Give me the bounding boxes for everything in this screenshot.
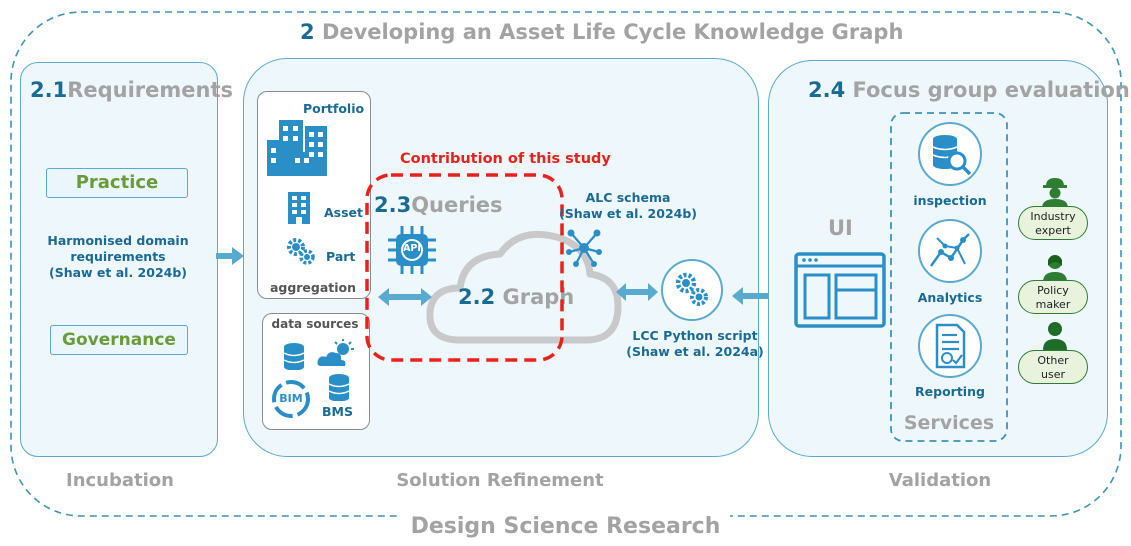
schema-network-icon xyxy=(566,229,602,267)
arrow-graph-lcc xyxy=(616,283,658,301)
harmonised-line-3: (Shaw et al. 2024b) xyxy=(48,265,188,280)
arrow-queries-graph xyxy=(378,288,432,306)
bms-database-icon xyxy=(328,374,350,401)
inspection-label: inspection xyxy=(913,193,987,208)
footer-dsr: Design Science Research xyxy=(0,514,1131,539)
queries-number: 2.3 xyxy=(374,193,412,217)
harmonised-line-2: requirements xyxy=(70,249,166,264)
contribution-label: Contribution of this study xyxy=(400,151,611,167)
contribution-dashed-box xyxy=(365,173,564,362)
user-industry-expert: Industry expert xyxy=(1018,206,1088,240)
user-2-line-1: Policy xyxy=(1037,284,1069,297)
analytics-icon xyxy=(918,219,982,283)
user-policy-maker: Policy maker xyxy=(1018,280,1088,314)
inspection-icon xyxy=(918,122,982,186)
lcc-line-1: LCC Python script xyxy=(632,328,758,343)
weather-icon xyxy=(317,339,354,366)
arrow-lcc-ui xyxy=(732,287,790,305)
lcc-script-icon xyxy=(661,259,723,321)
requirements-heading: 2.1Requirements xyxy=(30,78,233,102)
part-label: Part xyxy=(326,249,356,264)
queries-label: Queries xyxy=(411,193,503,217)
aggregation-box xyxy=(257,91,371,299)
requirements-panel xyxy=(20,62,218,457)
database-icon xyxy=(283,343,305,370)
aggregation-label: aggregation xyxy=(269,280,357,295)
requirements-number: 2.1 xyxy=(30,78,68,102)
user-1-line-2: expert xyxy=(1035,224,1071,237)
lcc-label: LCC Python script (Shaw et al. 2024a) xyxy=(610,328,780,360)
harmonised-requirements: Harmonised domain requirements (Shaw et … xyxy=(30,233,206,281)
alc-schema-label: ALC schema (Shaw et al. 2024b) xyxy=(558,190,698,222)
user-3-line-2: user xyxy=(1041,368,1065,381)
alc-line-2: (Shaw et al. 2024b) xyxy=(558,206,698,221)
lcc-line-2: (Shaw et al. 2024a) xyxy=(626,344,764,359)
bms-label: BMS xyxy=(322,404,353,419)
portfolio-label: Portfolio xyxy=(303,101,365,116)
user-1-line-1: Industry xyxy=(1030,210,1076,223)
industry-expert-icon xyxy=(1042,178,1068,208)
graph-number: 2.2 xyxy=(458,285,496,309)
services-label: Services xyxy=(903,412,995,434)
user-3-line-1: Other xyxy=(1037,354,1069,367)
gears-icon xyxy=(287,238,315,265)
alc-line-1: ALC schema xyxy=(585,190,671,205)
api-icon xyxy=(388,226,436,274)
bim-icon xyxy=(272,380,310,418)
building-icon xyxy=(288,192,310,224)
diagram-title: 2 Developing an Asset Life Cycle Knowled… xyxy=(300,20,903,44)
ui-window-icon xyxy=(794,252,886,328)
data-sources-label: data sources xyxy=(271,317,359,331)
governance-box: Governance xyxy=(50,325,188,355)
practice-box: Practice xyxy=(46,168,188,198)
user-other: Other user xyxy=(1018,350,1088,384)
harmonised-line-1: Harmonised domain xyxy=(47,233,189,248)
asset-label: Asset xyxy=(324,205,364,220)
title-number: 2 xyxy=(300,20,315,44)
requirements-label: Requirements xyxy=(67,78,234,102)
focus-group-label: Focus group evaluation xyxy=(852,78,1130,102)
focus-group-number: 2.4 xyxy=(808,78,846,102)
queries-heading: 2.3Queries xyxy=(374,193,503,217)
other-user-icon xyxy=(1043,322,1067,350)
title-text: Developing an Asset Life Cycle Knowledge… xyxy=(321,20,904,44)
graph-cloud-icon xyxy=(426,230,622,344)
phase-solution-refinement: Solution Refinement xyxy=(396,470,604,491)
arrow-right-1 xyxy=(216,247,244,265)
buildings-icon xyxy=(267,120,327,176)
analytics-label: Analytics xyxy=(917,290,983,305)
reporting-icon xyxy=(918,314,982,378)
bim-label: BIM xyxy=(279,392,303,405)
api-label: API xyxy=(403,243,421,254)
user-2-line-2: maker xyxy=(1035,298,1071,311)
footer-text: Design Science Research xyxy=(400,514,731,539)
policy-maker-icon xyxy=(1043,255,1067,282)
services-dashed-box xyxy=(890,112,1008,442)
ui-label: UI xyxy=(828,216,853,240)
phase-incubation: Incubation xyxy=(66,470,174,491)
focus-group-heading: 2.4 Focus group evaluation xyxy=(808,78,1130,102)
phase-validation: Validation xyxy=(888,470,992,491)
reporting-label: Reporting xyxy=(915,384,985,399)
